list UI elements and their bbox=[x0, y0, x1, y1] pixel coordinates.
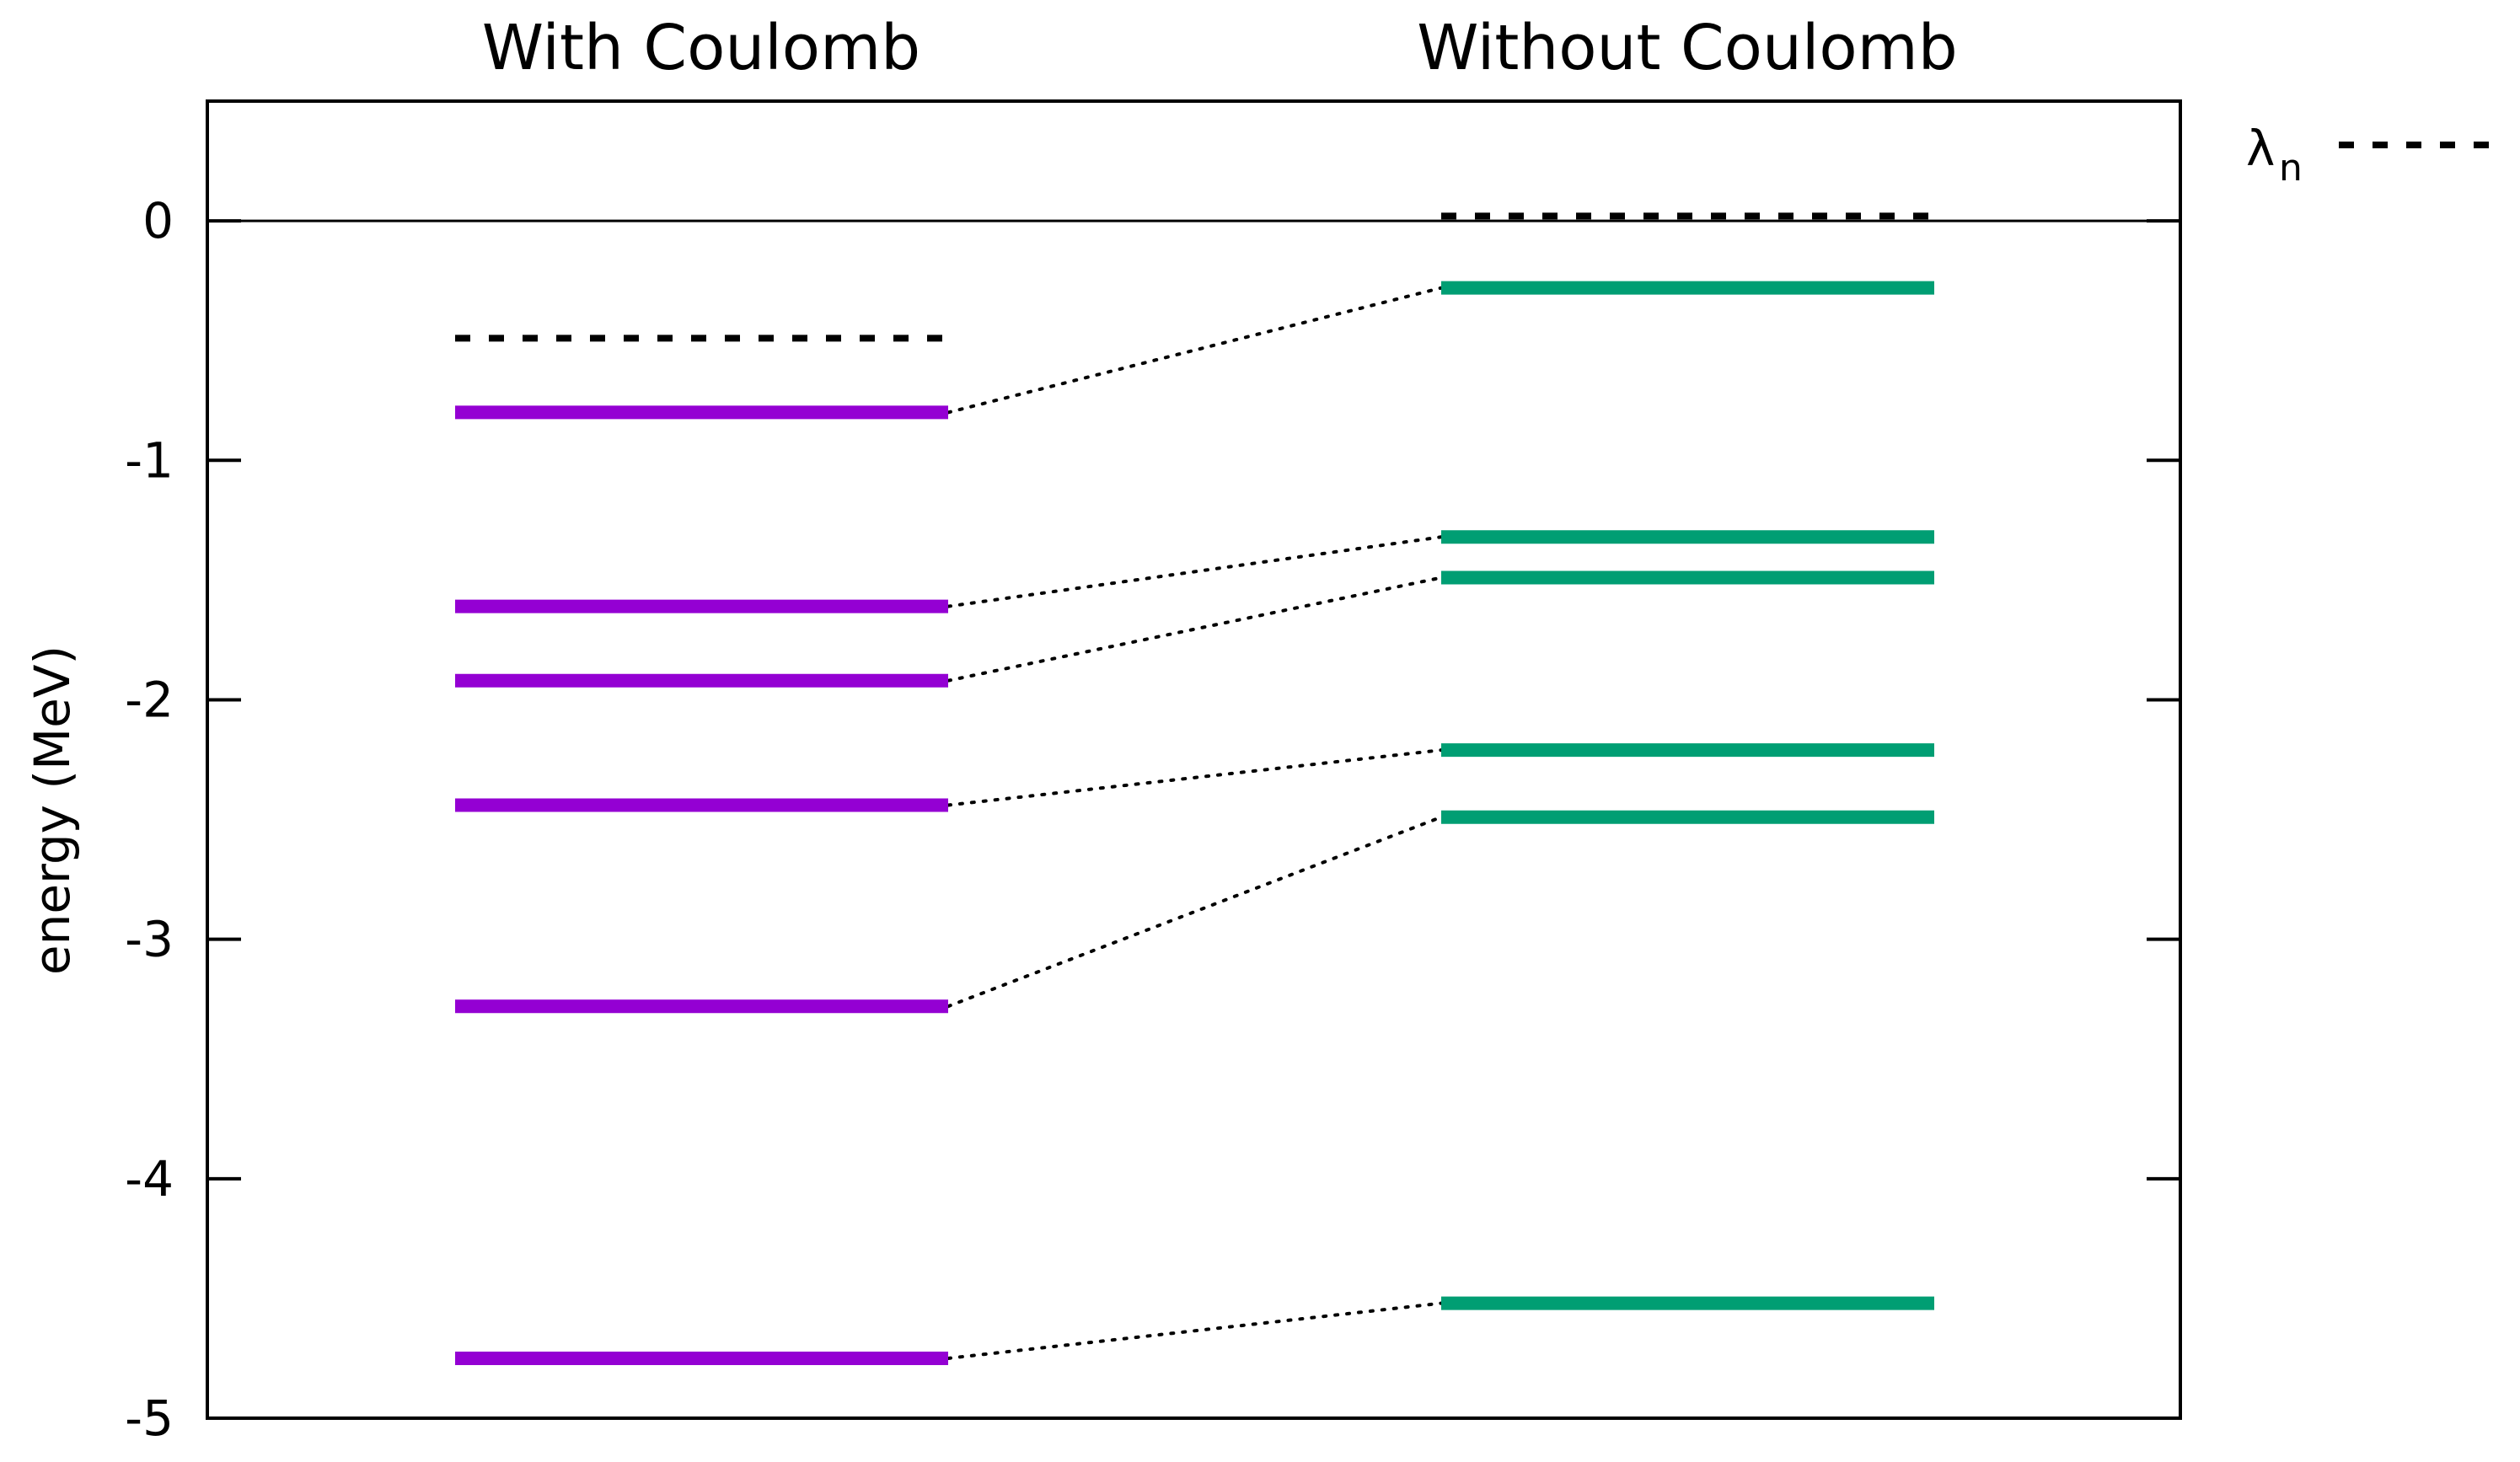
legend-label-subscript: n bbox=[2279, 147, 2303, 190]
column-title: Without Coulomb bbox=[1417, 12, 1957, 84]
levels-layer bbox=[455, 212, 1934, 1365]
level-connection bbox=[946, 1301, 1443, 1360]
y-tick-label: -4 bbox=[125, 1150, 174, 1208]
column-titles-layer: With Coulomb Without Coulomb bbox=[482, 12, 1958, 84]
level-connection bbox=[946, 576, 1443, 683]
y-ticks-layer: 0 -1 -2 -3 -4 -5 energy (MeV) bbox=[24, 192, 2180, 1447]
column-title: With Coulomb bbox=[482, 12, 920, 84]
plot-frame bbox=[206, 99, 2182, 1420]
y-tick-label: -3 bbox=[125, 911, 174, 968]
y-axis-label: energy (MeV) bbox=[24, 645, 81, 975]
y-tick-label: -1 bbox=[125, 431, 174, 489]
level-connection bbox=[946, 815, 1443, 1009]
y-tick-label: -5 bbox=[125, 1390, 174, 1447]
level-connection bbox=[946, 286, 1443, 415]
legend-label: λ bbox=[2246, 120, 2275, 177]
connections-layer bbox=[946, 286, 1443, 1360]
y-tick-label: 0 bbox=[142, 192, 174, 249]
level-connection bbox=[946, 748, 1443, 807]
y-tick-label: -2 bbox=[125, 671, 174, 728]
level-connection bbox=[946, 535, 1443, 608]
plot-frame-layer bbox=[206, 99, 2182, 1420]
